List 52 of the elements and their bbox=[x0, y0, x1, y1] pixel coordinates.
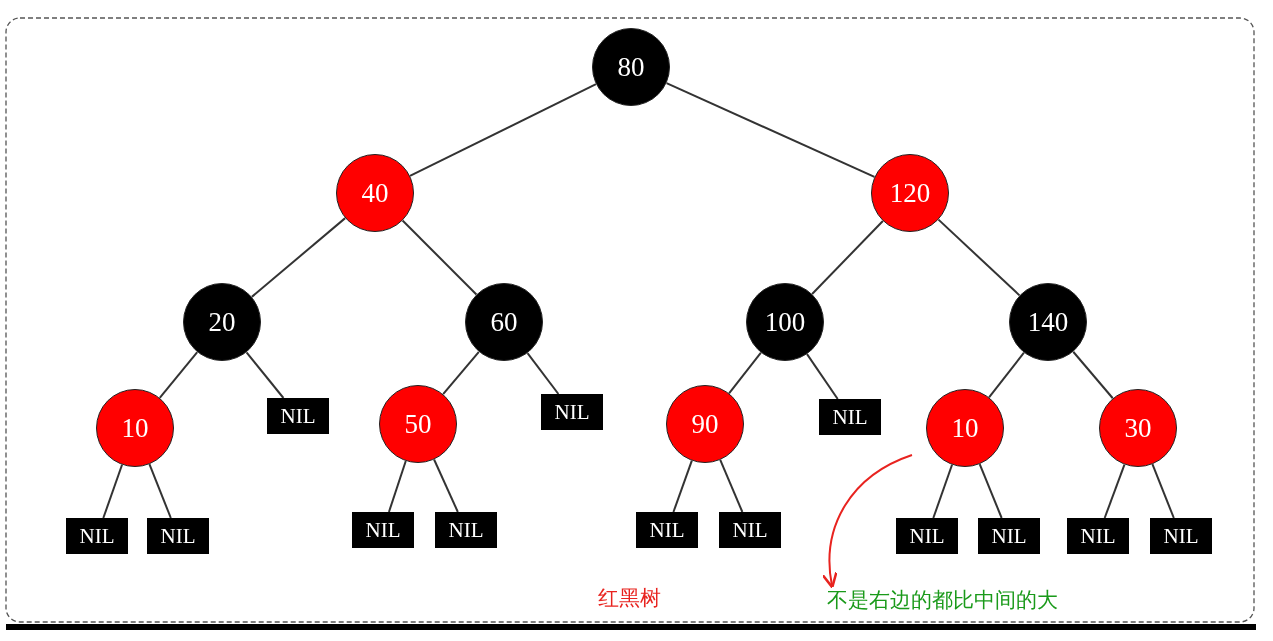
tree-node-circle: 80 bbox=[592, 28, 670, 106]
tree-node-circle: 100 bbox=[746, 283, 824, 361]
nil-leaf-box: NIL bbox=[352, 512, 414, 548]
nil-leaf-box: NIL bbox=[1150, 518, 1212, 554]
tree-edge bbox=[250, 217, 347, 298]
tree-edge bbox=[433, 458, 459, 513]
nil-leaf-box: NIL bbox=[541, 394, 603, 430]
tree-edge bbox=[728, 351, 762, 395]
tree-node-circle: 40 bbox=[336, 154, 414, 232]
nil-leaf-box: NIL bbox=[66, 518, 128, 554]
tree-node-circle: 20 bbox=[183, 283, 261, 361]
curved-arrow bbox=[822, 454, 913, 589]
nil-leaf-box: NIL bbox=[267, 398, 329, 434]
tree-edge bbox=[526, 352, 560, 395]
nil-leaf-box: NIL bbox=[819, 399, 881, 435]
nil-leaf-box: NIL bbox=[147, 518, 209, 554]
annotation-text: 不是右边的都比中间的大 bbox=[812, 586, 1072, 614]
tree-edge bbox=[719, 458, 744, 513]
tree-edge bbox=[409, 83, 597, 177]
nil-leaf-box: NIL bbox=[719, 512, 781, 548]
tree-node-circle: 50 bbox=[379, 385, 457, 463]
nil-leaf-box: NIL bbox=[896, 518, 958, 554]
tree-edge bbox=[1072, 350, 1114, 400]
tree-edge bbox=[1103, 463, 1126, 519]
tree-edge bbox=[937, 218, 1021, 297]
tree-node-circle: 140 bbox=[1009, 283, 1087, 361]
tree-edge bbox=[442, 350, 480, 396]
tree-edge bbox=[978, 463, 1003, 519]
tree-edge bbox=[672, 459, 693, 513]
tree-edge bbox=[988, 351, 1025, 399]
tree-node-circle: 120 bbox=[871, 154, 949, 232]
tree-edge bbox=[932, 463, 954, 519]
nil-leaf-box: NIL bbox=[636, 512, 698, 548]
tree-edge bbox=[665, 82, 876, 178]
tree-edge bbox=[102, 463, 124, 519]
tree-node-circle: 90 bbox=[666, 385, 744, 463]
tree-edge bbox=[1151, 463, 1175, 519]
nil-leaf-box: NIL bbox=[978, 518, 1040, 554]
tree-edge bbox=[811, 220, 884, 295]
tree-edge bbox=[806, 353, 839, 400]
tree-node-circle: 10 bbox=[926, 389, 1004, 467]
tree-edge bbox=[401, 219, 478, 296]
tree-node-circle: 10 bbox=[96, 389, 174, 467]
nil-leaf-box: NIL bbox=[435, 512, 497, 548]
tree-edge bbox=[245, 351, 285, 399]
caption-text: 红黑树 bbox=[598, 585, 661, 612]
tree-edge bbox=[148, 463, 172, 519]
tree-node-circle: 30 bbox=[1099, 389, 1177, 467]
tree-edge bbox=[387, 460, 407, 513]
tree-node-circle: 60 bbox=[465, 283, 543, 361]
tree-edge bbox=[158, 351, 199, 399]
nil-leaf-box: NIL bbox=[1067, 518, 1129, 554]
